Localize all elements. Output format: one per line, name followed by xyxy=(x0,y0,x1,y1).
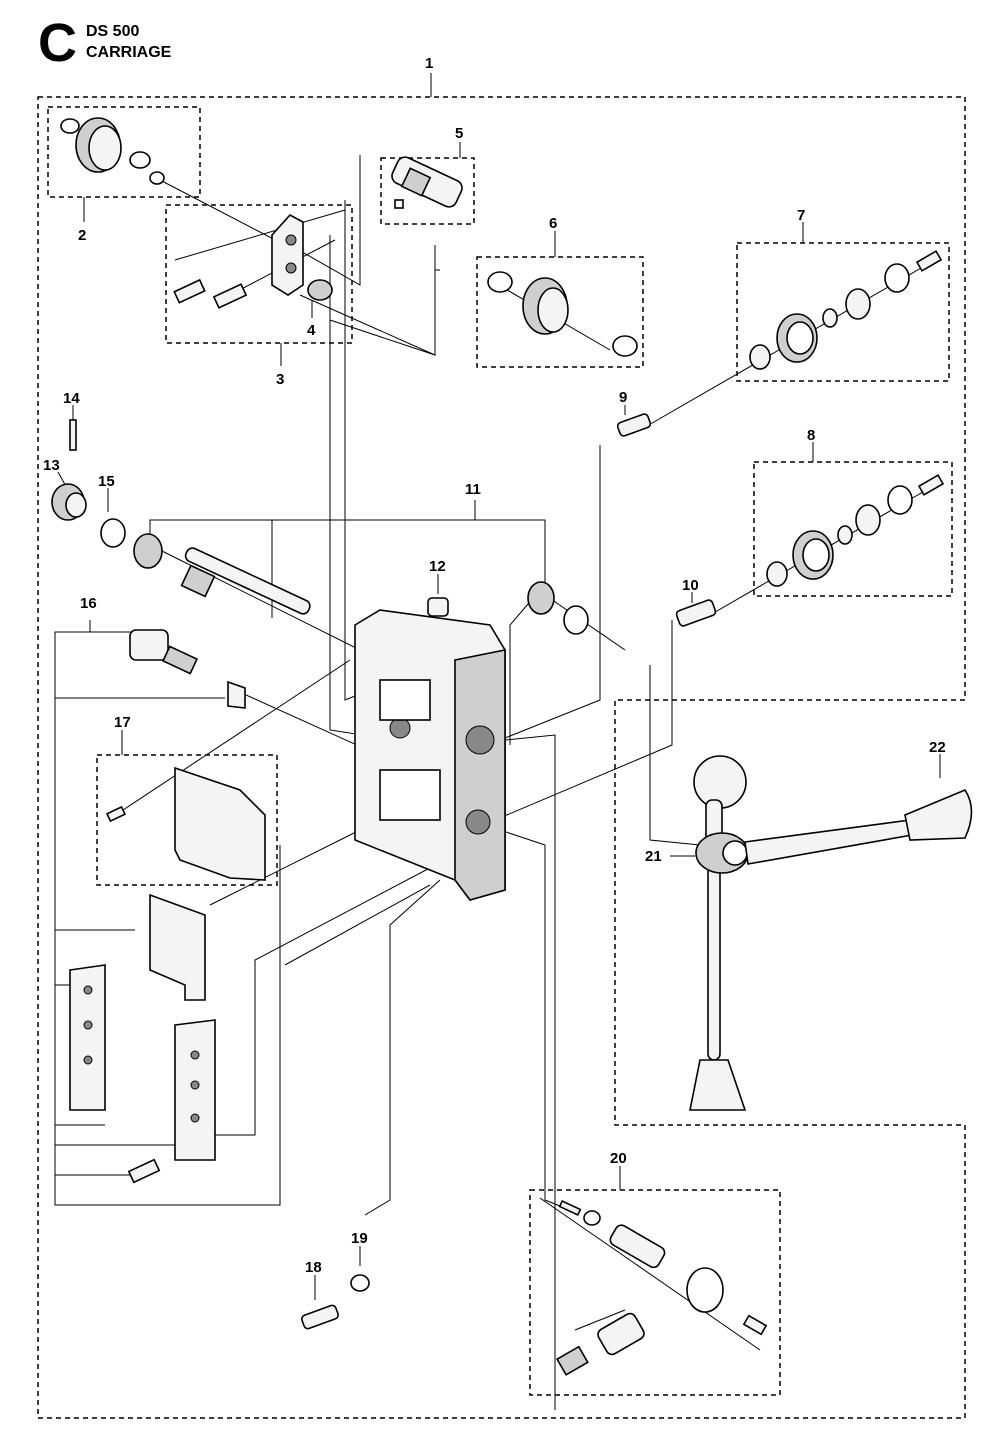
frame-2 xyxy=(47,106,201,198)
callout-labels: 1 2 3 4 5 6 7 8 9 10 11 12 13 14 15 16 1… xyxy=(43,55,946,1276)
cover-part-17 xyxy=(105,766,266,881)
frame-17 xyxy=(96,754,278,886)
callout-12: 12 xyxy=(429,558,446,575)
collar-part-13 xyxy=(51,483,87,521)
frame-7 xyxy=(736,242,950,382)
page-header: C DS 500 CARRIAGE xyxy=(0,0,300,80)
callout-11: 11 xyxy=(465,481,481,498)
sleeve-part-12 xyxy=(427,597,449,617)
shaft-part-11 xyxy=(133,533,589,635)
callout-1: 1 xyxy=(425,55,433,72)
frame-3 xyxy=(165,204,353,344)
callout-19: 19 xyxy=(351,1230,368,1247)
pin-assembly-part-20 xyxy=(556,1199,768,1376)
callout-2: 2 xyxy=(78,227,86,244)
assembly-frame-1 xyxy=(37,96,966,1419)
handle-part-21-22 xyxy=(689,755,973,1111)
frame-20 xyxy=(529,1189,781,1396)
callout-7: 7 xyxy=(797,207,805,224)
pinion-part-5 xyxy=(391,156,463,209)
locking-part-16 xyxy=(69,629,246,1184)
callout-9: 9 xyxy=(619,389,627,406)
section-title: CARRIAGE xyxy=(86,44,172,61)
roller-part-7 xyxy=(749,250,943,370)
callout-15: 15 xyxy=(98,473,115,490)
callout-14: 14 xyxy=(63,390,80,407)
callout-16: 16 xyxy=(80,595,97,612)
callout-20: 20 xyxy=(610,1150,627,1167)
gear-part-2 xyxy=(60,117,165,185)
callout-10: 10 xyxy=(682,577,699,594)
bracket-part-3 xyxy=(173,213,333,309)
callout-17: 17 xyxy=(114,714,131,731)
callout-3: 3 xyxy=(276,371,284,388)
screw-part-18 xyxy=(301,1304,339,1330)
callout-6: 6 xyxy=(549,215,557,232)
callout-4: 4 xyxy=(307,322,316,339)
callout-5: 5 xyxy=(455,125,463,142)
roller-part-8 xyxy=(766,474,945,587)
callout-21: 21 xyxy=(645,848,662,865)
frame-5 xyxy=(380,157,475,225)
carriage-block xyxy=(354,609,506,901)
callout-8: 8 xyxy=(807,427,815,444)
frame-6 xyxy=(476,256,644,368)
callout-13: 13 xyxy=(43,457,60,474)
pin-part-10 xyxy=(675,599,717,627)
callout-22: 22 xyxy=(929,739,946,756)
pin-part-14 xyxy=(69,419,77,451)
pin-part-9 xyxy=(616,413,652,437)
callout-18: 18 xyxy=(305,1259,322,1276)
washer-part-15 xyxy=(100,518,126,548)
frame-8 xyxy=(753,461,953,597)
model-name: DS 500 xyxy=(86,23,140,40)
gear-part-6 xyxy=(487,271,638,357)
washer-part-19 xyxy=(350,1274,370,1292)
section-letter: C xyxy=(38,13,77,73)
